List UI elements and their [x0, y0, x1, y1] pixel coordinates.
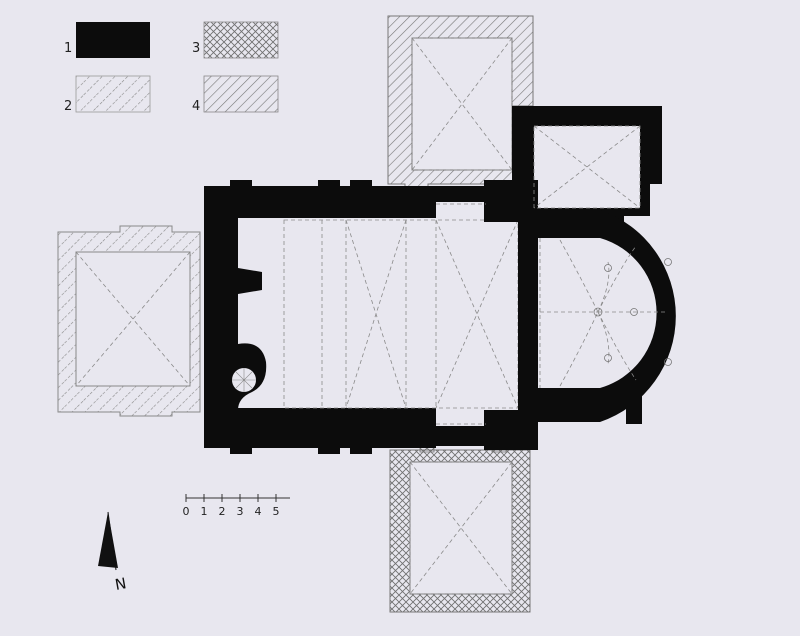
- legend-swatch-solid: [76, 22, 150, 58]
- north-label: N: [114, 574, 128, 594]
- scale-tick-1: 1: [201, 505, 208, 518]
- scale-tick-3: 3: [237, 505, 244, 518]
- sacristy: [512, 106, 662, 232]
- legend-label-1: 1: [64, 41, 72, 56]
- legend-swatch-dashed: [75, 75, 151, 113]
- nave: [204, 180, 519, 454]
- legend-label-4: 4: [192, 99, 200, 114]
- north-arrow-icon: [98, 512, 118, 568]
- scale-tick-0: 0: [183, 505, 190, 518]
- west-porch: [57, 225, 201, 417]
- legend: 1 2 3 4: [64, 21, 279, 114]
- crossing: [436, 180, 538, 450]
- apse: [538, 210, 676, 424]
- legend-label-3: 3: [192, 41, 200, 56]
- scale-tick-5: 5: [273, 505, 280, 518]
- scale-tick-4: 4: [255, 505, 262, 518]
- legend-swatch-diagonal: [203, 75, 279, 113]
- north-chapel: [387, 15, 534, 195]
- apse-vault-ribs: [539, 238, 666, 388]
- legend-swatch-crosshatch: [203, 21, 279, 59]
- north-arrow: N: [98, 511, 128, 594]
- scale-tick-2: 2: [219, 505, 226, 518]
- nave-vault-lines: [283, 219, 519, 409]
- scale-bar: 0 1 2 3 4 5: [183, 494, 290, 518]
- legend-label-2: 2: [64, 99, 72, 114]
- south-chapel: [389, 439, 531, 613]
